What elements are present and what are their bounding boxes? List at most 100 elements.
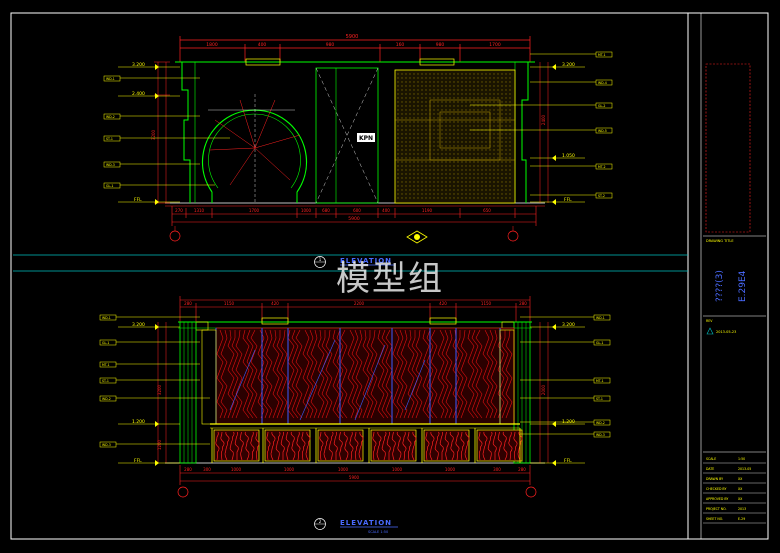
perforation-dot <box>465 129 467 131</box>
perforation-dot <box>401 153 403 155</box>
perforation-dot <box>497 101 499 103</box>
railing-flame-pattern <box>343 431 349 461</box>
perforation-dot <box>397 89 399 91</box>
railing-flame-pattern <box>478 431 483 461</box>
perforation-dot <box>457 73 459 75</box>
red-strand <box>377 329 385 419</box>
perforation-dot <box>457 109 459 111</box>
perforation-dot <box>505 185 507 187</box>
perforation-dot <box>457 137 459 139</box>
perforation-dot <box>501 177 503 179</box>
perforation-dot <box>441 141 443 143</box>
perforation-dot <box>405 109 407 111</box>
perforation-dot <box>413 149 415 151</box>
red-strand <box>295 329 303 419</box>
center-door-panel: KPN <box>315 67 379 204</box>
perforation-dot <box>509 161 511 163</box>
railing-flame-pattern <box>434 431 440 461</box>
perforation-dot <box>445 181 447 183</box>
perforation-dot <box>441 93 443 95</box>
red-strand <box>381 329 389 419</box>
perforation-dot <box>481 121 483 123</box>
perforation-dot <box>477 157 479 159</box>
perforation-dot <box>401 85 403 87</box>
perforation-dot <box>493 193 495 195</box>
perforation-dot <box>489 101 491 103</box>
perforation-dot <box>453 129 455 131</box>
perforation-dot <box>409 109 411 111</box>
perforation-dot <box>477 77 479 79</box>
perforation-dot <box>397 185 399 187</box>
perforation-dot <box>421 193 423 195</box>
left-material-tags <box>103 75 230 189</box>
perforation-dot <box>413 121 415 123</box>
btm-dim-7: 1000 <box>445 467 456 472</box>
btm-right-tag-4: ST-1 <box>596 397 603 401</box>
perforation-dot <box>481 89 483 91</box>
perforation-dot <box>473 133 475 135</box>
bottom-dim-1: 270 <box>175 208 183 213</box>
perforation-dot <box>445 161 447 163</box>
perforation-dot <box>469 161 471 163</box>
perforation-dot <box>437 141 439 143</box>
perforation-dot <box>477 117 479 119</box>
perforation-dot <box>481 97 483 99</box>
perforation-dot <box>401 189 403 191</box>
perforation-dot <box>405 85 407 87</box>
railing-flame-pattern <box>296 431 301 461</box>
perforation-dot <box>473 81 475 83</box>
perforation-dot <box>441 81 443 83</box>
btm-left-level-markers: 3.200 1.200 FFL <box>118 322 180 466</box>
perforation-dot <box>401 105 403 107</box>
perforation-dot <box>457 113 459 115</box>
perforation-dot <box>493 101 495 103</box>
perforation-dot <box>421 157 423 159</box>
perforation-dot <box>397 177 399 179</box>
perforation-dot <box>453 177 455 179</box>
perforation-dot <box>481 73 483 75</box>
perforation-dot <box>481 165 483 167</box>
perforation-dot <box>445 93 447 95</box>
perforation-dot <box>469 149 471 151</box>
perforation-dot <box>405 193 407 195</box>
perforation-dot <box>445 157 447 159</box>
perforation-dot <box>457 133 459 135</box>
perforation-dot <box>457 93 459 95</box>
bottom-dim-6: 600 <box>353 208 361 213</box>
perforation-dot <box>413 141 415 143</box>
perforation-dot <box>493 181 495 183</box>
perforation-dot <box>429 97 431 99</box>
perforation-dot <box>465 137 467 139</box>
perforation-dot <box>413 133 415 135</box>
perforation-dot <box>481 153 483 155</box>
perforation-dot <box>485 193 487 195</box>
perforation-dot <box>453 169 455 171</box>
perforation-dot <box>405 185 407 187</box>
top-left-tag-4: WD-3 <box>106 163 115 167</box>
perforation-dot <box>493 109 495 111</box>
perforation-dot <box>433 137 435 139</box>
railing-flame-pattern <box>482 431 488 461</box>
perforation-dot <box>405 181 407 183</box>
perforation-dot <box>485 89 487 91</box>
perforation-dot <box>445 97 447 99</box>
perforation-dot <box>449 125 451 127</box>
perforation-dot <box>497 125 499 127</box>
perforation-dot <box>493 133 495 135</box>
perforation-dot <box>493 153 495 155</box>
perforation-dot <box>485 97 487 99</box>
perforation-dot <box>505 177 507 179</box>
perforation-dot <box>485 117 487 119</box>
perforation-dot <box>461 145 463 147</box>
perforation-dot <box>469 169 471 171</box>
perforation-dot <box>401 129 403 131</box>
perforation-dot <box>409 117 411 119</box>
perforation-dot <box>401 137 403 139</box>
red-strand <box>332 329 340 419</box>
perforation-dot <box>473 121 475 123</box>
perforation-dot <box>509 145 511 147</box>
perforation-dot <box>429 189 431 191</box>
perforation-dot <box>417 129 419 131</box>
perforation-dot <box>465 173 467 175</box>
perforation-dot <box>505 153 507 155</box>
